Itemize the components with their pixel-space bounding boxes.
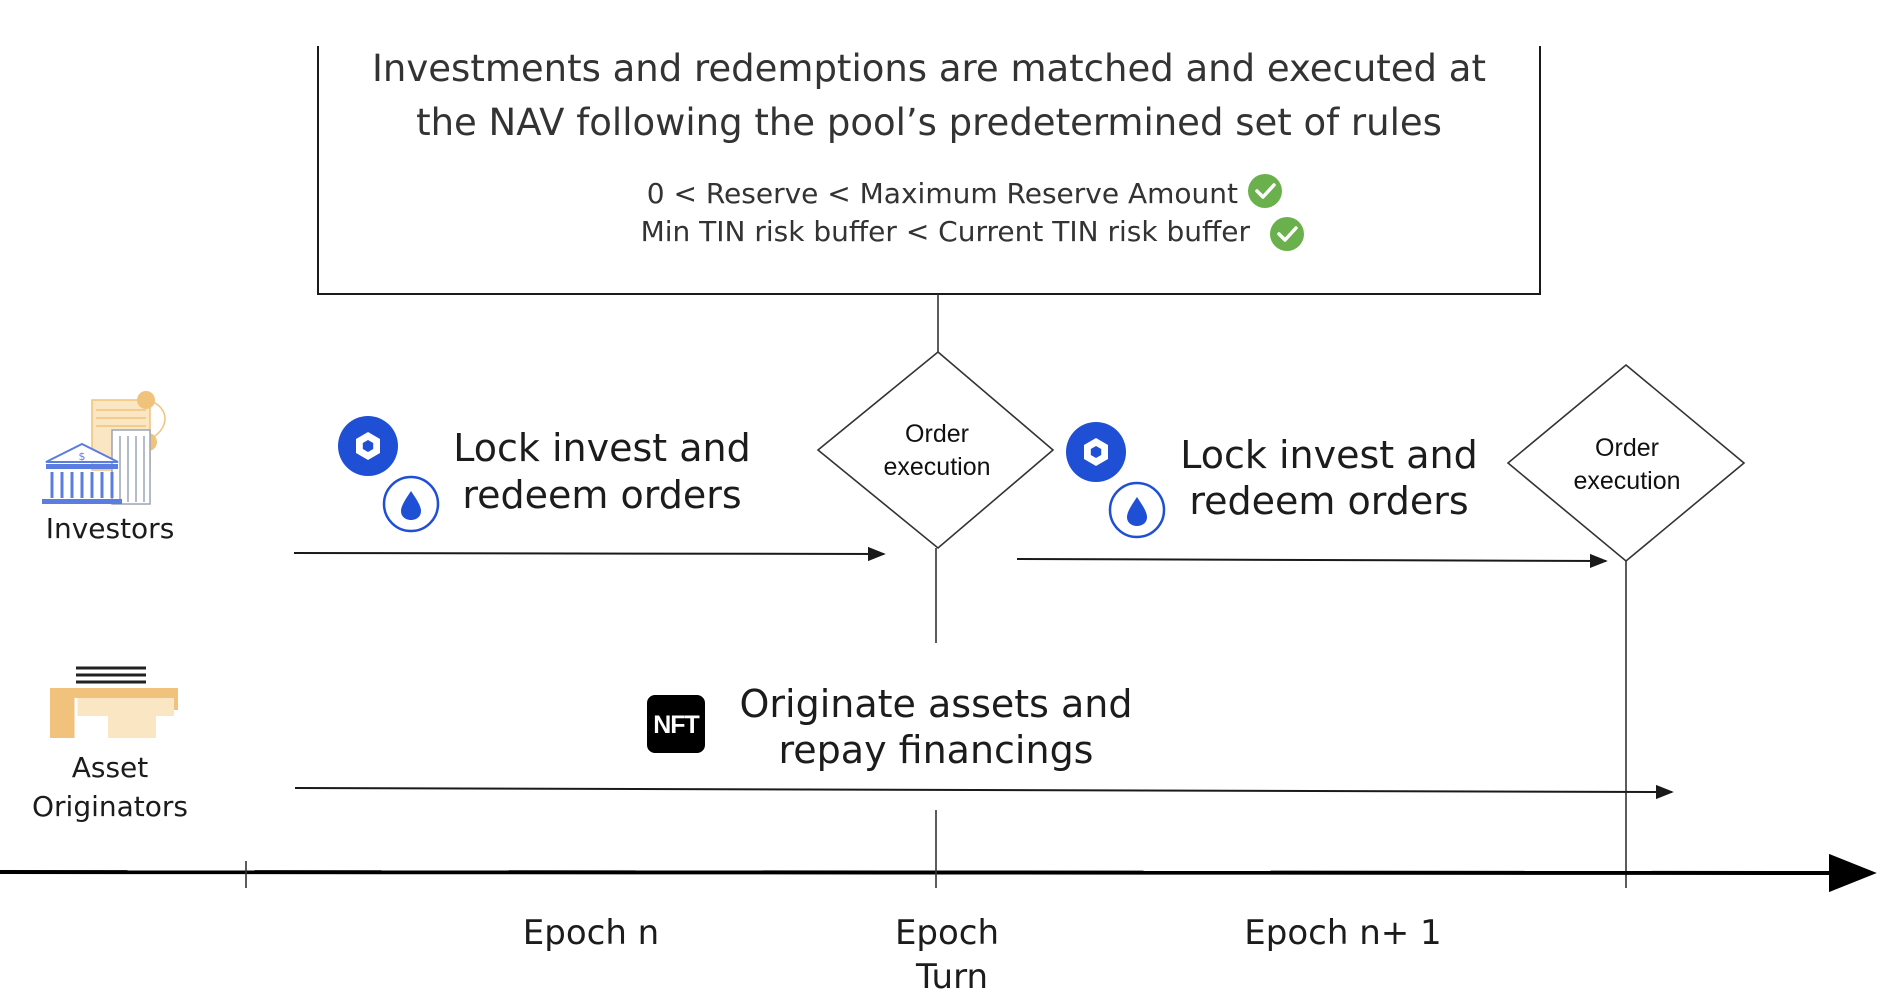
epoch-n1-investor-arrow: [1016, 553, 1608, 569]
asset-originators-label-line2: Originators: [32, 790, 188, 823]
nft-badge-icon: NFT: [647, 695, 705, 753]
epoch-n1-lane-label-line2: redeem orders: [1189, 479, 1468, 523]
rules-box: Investments and redemptions are matched …: [317, 46, 1541, 295]
hexagon-token-icon: [1066, 422, 1126, 482]
epoch-n-lane-label-line1: Lock invest and: [453, 426, 751, 470]
epoch-n1-lane-label-line1: Lock invest and: [1180, 433, 1478, 477]
epoch-turn-label-line1: Epoch: [895, 913, 999, 953]
droplet-token-icon: [382, 475, 440, 533]
originators-lane-label-line2: repay financings: [779, 728, 1094, 772]
originators-arrow: [294, 784, 1674, 800]
epoch-n-investor-arrow: [293, 546, 886, 562]
check-circle-icon: [1248, 174, 1282, 208]
epoch-turn-label-line2: Turn: [915, 957, 988, 997]
rule-tin-buffer: Min TIN risk buffer < Current TIN risk b…: [641, 215, 1251, 248]
storefront-icon: [50, 666, 178, 738]
asset-originators-label-line1: Asset: [72, 751, 149, 784]
rules-title-line2: the NAV following the pool’s predetermin…: [416, 101, 1442, 144]
order-execution-label-line2: execution: [1573, 467, 1680, 495]
order-execution-decision: Order execution: [816, 350, 1055, 550]
order-execution-label-line1: Order: [1595, 434, 1659, 462]
rule-reserve: 0 < Reserve < Maximum Reserve Amount: [647, 177, 1238, 210]
rules-title-line1: Investments and redemptions are matched …: [372, 47, 1486, 90]
hexagon-token-icon: [338, 416, 398, 476]
epoch-n-lane-label-line2: redeem orders: [462, 473, 741, 517]
order-execution-label-line2: execution: [883, 453, 990, 481]
order-execution-label-line1: Order: [905, 420, 969, 448]
svg-text:$: $: [79, 450, 86, 463]
epoch-n-plus-1-label: Epoch n+ 1: [1244, 913, 1441, 953]
epoch-n-label: Epoch n: [523, 913, 659, 953]
originators-lane-label-line1: Originate assets and: [739, 682, 1132, 726]
bank-building-icon: $: [42, 391, 166, 505]
check-circle-icon: [1270, 217, 1304, 251]
nft-badge-label: NFT: [653, 711, 699, 739]
order-execution-decision: Order execution: [1506, 363, 1746, 563]
investors-label: Investors: [46, 512, 175, 545]
droplet-token-icon: [1108, 481, 1166, 539]
